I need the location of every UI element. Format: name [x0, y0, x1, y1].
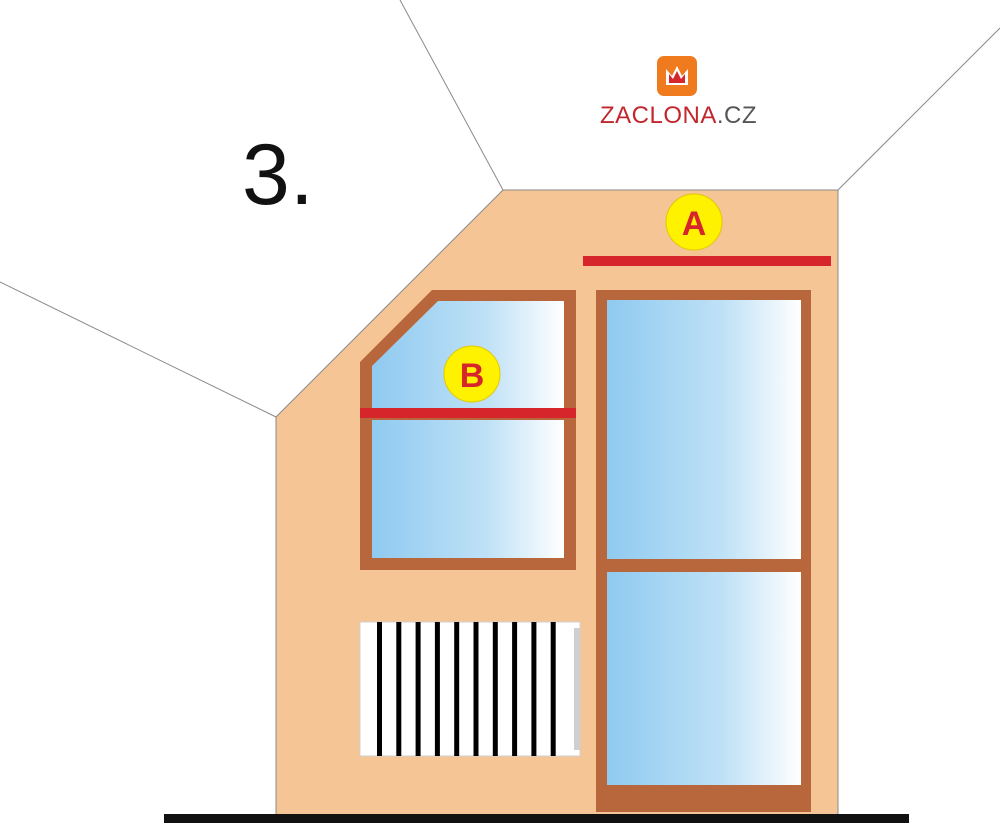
window	[360, 290, 576, 570]
logo-domain: .CZ	[716, 102, 758, 129]
radiator-fins	[377, 622, 556, 756]
zaclona-logo: ZACLONA.CZ	[600, 56, 760, 132]
logo-badge	[657, 56, 697, 96]
marker-a-circle	[665, 193, 723, 251]
door-glass-upper	[607, 300, 801, 559]
logo-name: ZACLONA	[600, 102, 717, 129]
door-glass-lower	[607, 572, 801, 785]
step-number: 3.	[242, 127, 314, 223]
radiator-fin	[550, 622, 556, 756]
door-rail-a	[583, 256, 831, 266]
ceiling-edge-line	[399, 0, 504, 191]
marker-b: B	[443, 345, 501, 403]
room-perspective-lines	[0, 0, 1000, 418]
radiator-body	[359, 621, 581, 757]
ceiling-corner-line	[837, 27, 1000, 191]
marker-a-label: A	[682, 205, 707, 243]
floor-line	[164, 814, 909, 823]
crown-icon	[666, 66, 688, 85]
radiator-fin	[512, 622, 518, 756]
radiator-fin	[377, 622, 382, 756]
marker-a: A	[665, 193, 723, 251]
logo-wordmark: ZACLONA.CZ	[600, 102, 760, 130]
window-glass-lower	[372, 420, 564, 558]
radiator-fin	[473, 622, 479, 756]
radiator-side-shadow	[574, 628, 580, 750]
marker-b-circle	[443, 345, 501, 403]
radiator-fin	[396, 622, 402, 756]
window-rail-b	[360, 408, 576, 418]
radiator-fin	[531, 622, 537, 756]
marker-b-label: B	[460, 357, 485, 395]
balcony-door	[596, 290, 811, 812]
radiator	[359, 621, 581, 757]
radiator-fin	[454, 622, 460, 756]
radiator-fin	[434, 622, 440, 756]
radiator-fin	[415, 622, 421, 756]
wall-corner-line	[0, 281, 277, 418]
radiator-fin	[492, 622, 498, 756]
